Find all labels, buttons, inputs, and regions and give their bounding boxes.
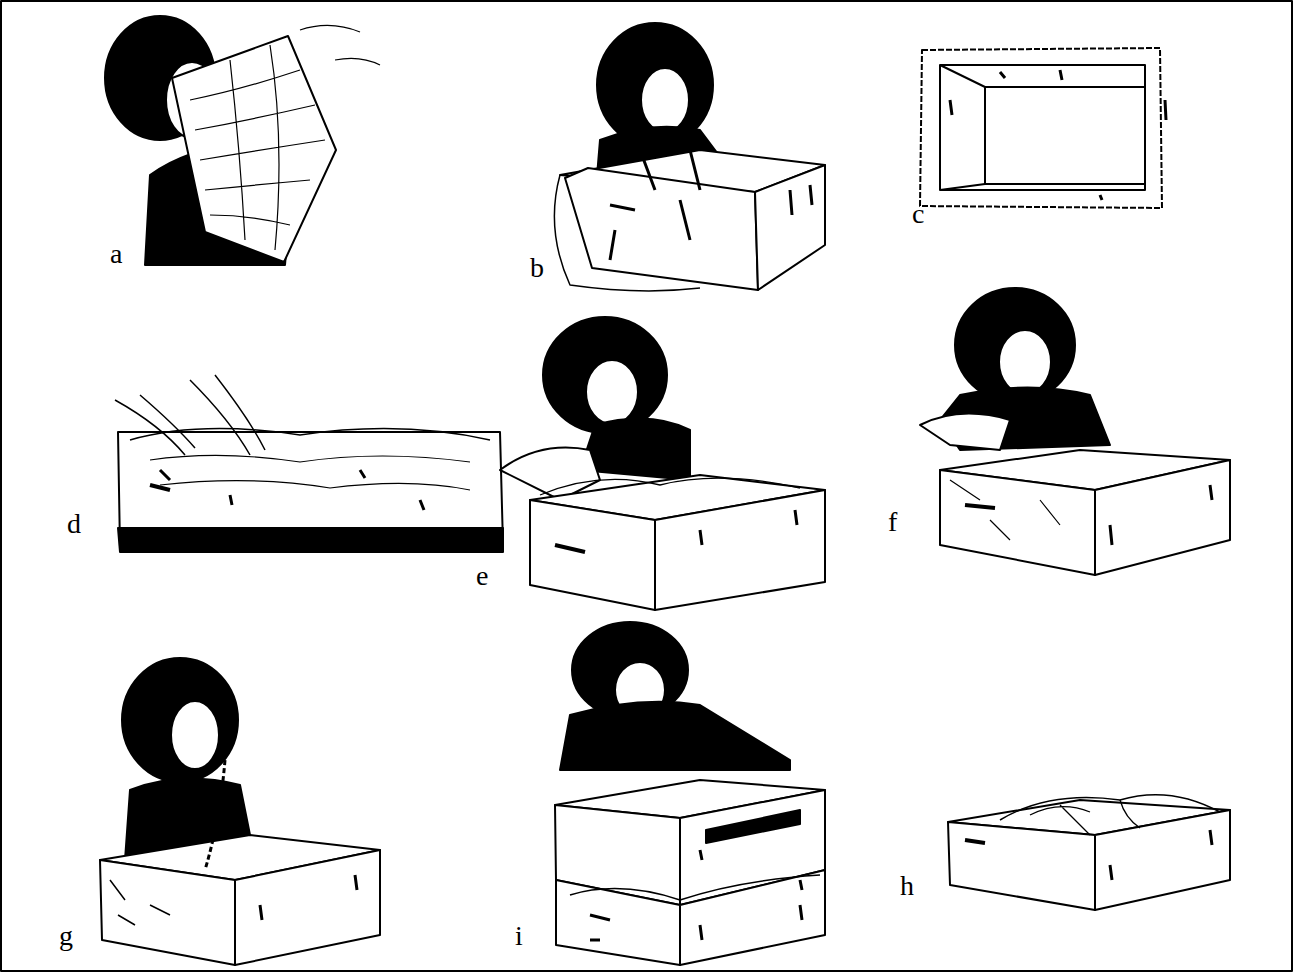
- figure-b: [554, 23, 825, 291]
- panel-letter: i: [515, 922, 523, 950]
- figure-e: [500, 317, 825, 610]
- panel-letter: e: [476, 562, 488, 590]
- figure-g: [100, 658, 380, 965]
- panel-letter: b: [530, 254, 544, 282]
- figure-c: [920, 48, 1166, 208]
- panel-letter: a: [110, 240, 122, 268]
- panel-letter: h: [900, 872, 914, 900]
- figure-i: [555, 622, 825, 965]
- figure-a: [105, 16, 380, 265]
- panel-letter: d: [67, 510, 81, 538]
- figure-d: [115, 375, 503, 552]
- figure-h: [948, 795, 1230, 910]
- panel-letter: c: [912, 200, 924, 228]
- panel-letter: f: [888, 508, 897, 536]
- panel-letter: g: [59, 922, 73, 950]
- figure-f: [920, 288, 1230, 575]
